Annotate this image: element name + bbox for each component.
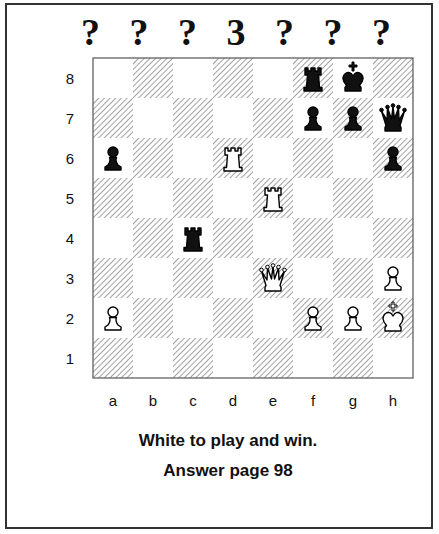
file-letter: c [189, 393, 197, 408]
black-rook [184, 228, 202, 251]
black-pawn [345, 107, 361, 130]
task-text: White to play and win. [139, 432, 318, 451]
white-pawn [105, 307, 121, 330]
rank-number: 8 [66, 71, 74, 86]
board-border [93, 58, 413, 378]
black-pawn [105, 147, 121, 170]
rank-number: 6 [66, 151, 74, 166]
file-letter: b [149, 393, 157, 408]
rank-number: 5 [66, 191, 74, 206]
black-king [343, 62, 363, 91]
white-rook [224, 148, 242, 171]
rank-number: 1 [66, 351, 74, 366]
white-queen [260, 264, 287, 291]
rank-number: 7 [66, 111, 74, 126]
rank-number: 2 [66, 311, 74, 326]
white-pawn [305, 307, 321, 330]
file-letter: h [389, 393, 397, 408]
white-pawn [385, 267, 401, 290]
dark-squares [93, 58, 413, 378]
file-letter: f [311, 393, 315, 408]
black-pawn [305, 107, 321, 130]
file-letter: d [229, 393, 237, 408]
file-letter: a [109, 393, 117, 408]
board-ground [93, 58, 413, 378]
answer-reference: Answer page 98 [163, 462, 292, 481]
white-rook [264, 188, 282, 211]
file-letter: g [349, 393, 357, 408]
white-king [383, 302, 403, 331]
rank-number: 3 [66, 271, 74, 286]
rank-number: 4 [66, 231, 74, 246]
black-pawn [385, 147, 401, 170]
black-rook [304, 68, 322, 91]
black-queen [380, 104, 407, 131]
white-pawn [345, 307, 361, 330]
card-frame [6, 4, 432, 528]
puzzle-heading: ? ? ? 3 ? ? ? [81, 13, 391, 51]
file-letter: e [269, 393, 277, 408]
